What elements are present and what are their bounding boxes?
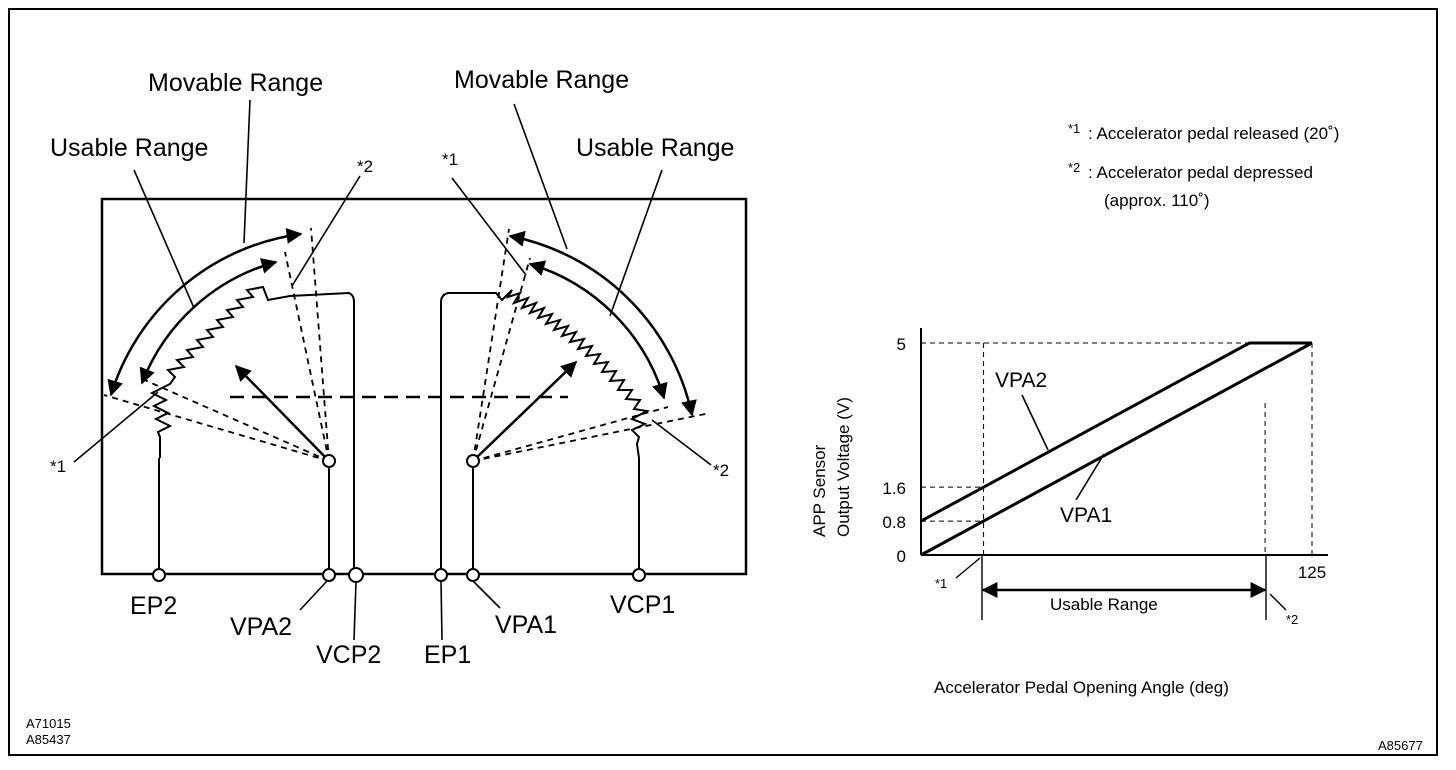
star2-label-left: *2: [357, 157, 373, 176]
figure-id-left-2: A85437: [26, 732, 71, 747]
terminals: [152, 454, 646, 583]
pivot-vpa2: [322, 454, 336, 468]
marker1-leader: [955, 557, 981, 579]
terminal-ep2: [152, 568, 166, 582]
terminal-leaders: [299, 580, 501, 641]
series-label-vpa2: VPA2: [995, 369, 1047, 392]
y-tick-label: 0.8: [882, 513, 906, 532]
usable-range-label-left: Usable Range: [50, 134, 208, 162]
terminal-label-vcp2: VCP2: [316, 641, 381, 669]
leaders-left: [73, 99, 361, 463]
sensor-housing: [100, 197, 748, 576]
y-axis-label-line2: Output Voltage (V): [834, 397, 853, 537]
usable-range-label-chart: Usable Range: [1050, 595, 1158, 614]
resistor-track-vpa2: [149, 285, 355, 572]
series-line-vpa1: [920, 341, 1313, 557]
terminal-label-vpa1: VPA1: [495, 611, 557, 639]
note1-text: : Accelerator pedal released (20˚): [1088, 124, 1339, 143]
y-tick-label: 0: [897, 547, 906, 566]
pivot-vpa1: [466, 454, 480, 468]
note2-mark: *2: [1068, 160, 1080, 175]
movable-range-arc-right: [508, 230, 697, 417]
terminal-vcp1: [632, 568, 646, 582]
terminal-vpa2: [322, 568, 336, 582]
note2-text-2: (approx. 110˚): [1104, 191, 1210, 210]
leaders-right: [451, 103, 712, 466]
y-axis-label-line1: APP Sensor: [810, 444, 829, 537]
star1-label-right: *1: [442, 150, 458, 169]
note2-text: : Accelerator pedal depressed: [1088, 163, 1313, 182]
y-tick-label: 1.6: [882, 479, 906, 498]
usable-range-label-right: Usable Range: [576, 134, 734, 162]
series-leader-vpa1: [1075, 453, 1105, 501]
output-voltage-chart: 0 0.8 1.6 5 125 APP Sensor Output Voltage (V…: [810, 328, 1328, 697]
marker2-label: *2: [1286, 612, 1298, 627]
terminal-vcp2: [348, 567, 364, 583]
series-leader-vpa2: [1021, 394, 1049, 451]
star2-label-right: *2: [713, 461, 729, 480]
terminal-label-ep2: EP2: [130, 592, 177, 620]
marker2-leader: [1269, 593, 1287, 611]
figure-id-left-1: A71015: [26, 716, 71, 731]
y-tick-label: 5: [897, 335, 906, 354]
figure-id-right: A85677: [1378, 738, 1423, 753]
star1-label-left: *1: [50, 457, 66, 476]
series-line-vpa2: [920, 341, 1312, 523]
terminal-vpa1: [466, 568, 480, 582]
chart-ticks: 0 0.8 1.6 5 125: [882, 335, 1326, 582]
terminal-ep1: [434, 568, 448, 582]
terminal-label-ep1: EP1: [424, 641, 471, 669]
x-tick-label: 125: [1298, 563, 1326, 582]
movable-range-arc-left: [107, 227, 303, 397]
movable-range-label-right: Movable Range: [454, 66, 629, 94]
series-label-vpa1: VPA1: [1060, 504, 1112, 527]
resistor-track-vpa1: [440, 289, 651, 572]
figure-frame: [8, 8, 1438, 756]
terminal-label-vcp1: VCP1: [610, 591, 675, 619]
note1-mark: *1: [1068, 121, 1080, 136]
movable-range-label-left: Movable Range: [148, 69, 323, 97]
x-axis-label: Accelerator Pedal Opening Angle (deg): [934, 678, 1229, 697]
marker1-label: *1: [935, 576, 947, 591]
wiper-arrow-vpa1: [472, 360, 578, 462]
chart-series: [920, 341, 1313, 557]
usable-range-arc-right: [528, 260, 668, 400]
terminal-label-vpa2: VPA2: [230, 613, 292, 641]
usable-range-arc-left: [139, 258, 278, 385]
